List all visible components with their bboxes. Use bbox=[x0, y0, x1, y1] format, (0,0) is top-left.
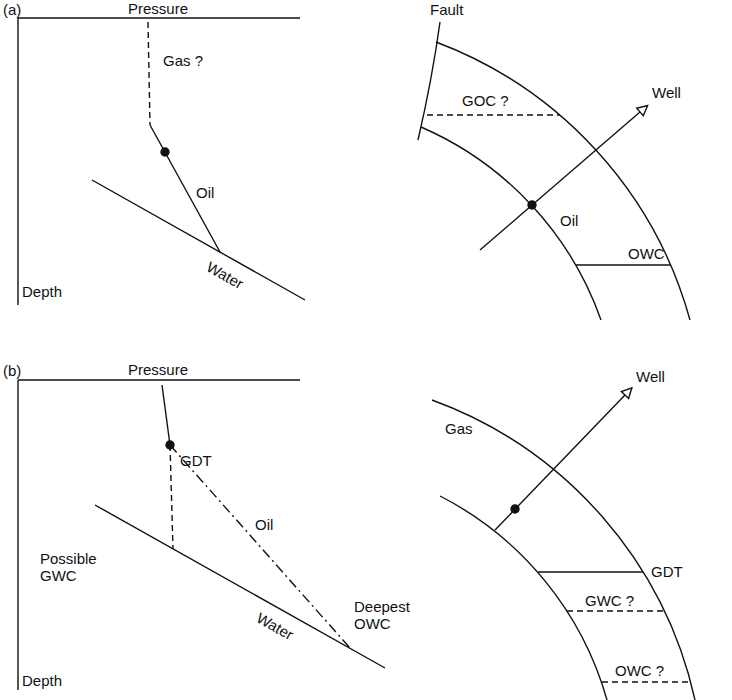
fluid-label: Gas ? bbox=[163, 52, 203, 69]
contact-label: OWC bbox=[628, 245, 665, 262]
owc-line bbox=[576, 264, 671, 265]
contact-label: GDT bbox=[651, 563, 683, 580]
gas-extrapolation bbox=[170, 445, 173, 549]
plot-axes bbox=[18, 18, 300, 305]
gdt-line bbox=[538, 571, 643, 572]
axis-label: Depth bbox=[22, 672, 62, 689]
test-point bbox=[511, 505, 519, 513]
pressure-point bbox=[166, 441, 174, 449]
well-label: Well bbox=[636, 368, 665, 385]
structure-label: Fault bbox=[430, 1, 463, 18]
fault-line bbox=[418, 22, 440, 140]
pressure-point bbox=[161, 148, 169, 156]
water-gradient bbox=[95, 505, 385, 668]
well-path bbox=[480, 112, 640, 250]
gas-gradient bbox=[162, 385, 170, 445]
oil-gradient bbox=[150, 125, 220, 252]
gwc-line bbox=[567, 610, 664, 611]
axis-label: Pressure bbox=[128, 361, 188, 378]
fluid-label: Oil bbox=[255, 516, 273, 533]
contact-label: OWC ? bbox=[615, 662, 664, 679]
reservoir-top bbox=[436, 42, 690, 320]
contact-label: GDT bbox=[180, 452, 212, 469]
goc-line bbox=[427, 114, 560, 115]
panel-label: (a) bbox=[3, 1, 21, 18]
panel-label: (b) bbox=[3, 362, 21, 379]
test-point bbox=[528, 201, 536, 209]
axis-label: Pressure bbox=[128, 0, 188, 17]
fluid-label: Oil bbox=[196, 184, 214, 201]
well-label: Well bbox=[652, 84, 681, 101]
gas-gradient bbox=[148, 22, 150, 125]
contact-label: Possible GWC bbox=[40, 550, 112, 584]
water-gradient bbox=[92, 180, 305, 300]
axis-label: Depth bbox=[22, 283, 62, 300]
well-symbol bbox=[621, 388, 632, 399]
plot-axes bbox=[18, 380, 300, 690]
reservoir-top bbox=[432, 400, 695, 700]
fluid-label: Oil bbox=[560, 212, 578, 229]
owc-line bbox=[602, 681, 691, 682]
contact-label: GWC ? bbox=[585, 592, 634, 609]
reservoir-base bbox=[440, 496, 607, 700]
oil-gradient bbox=[170, 445, 350, 648]
well-path bbox=[495, 395, 625, 530]
contact-label: Deepest OWC bbox=[354, 598, 426, 632]
fluid-label: Gas bbox=[445, 420, 473, 437]
well-symbol bbox=[637, 106, 648, 116]
contact-label: GOC ? bbox=[462, 92, 509, 109]
